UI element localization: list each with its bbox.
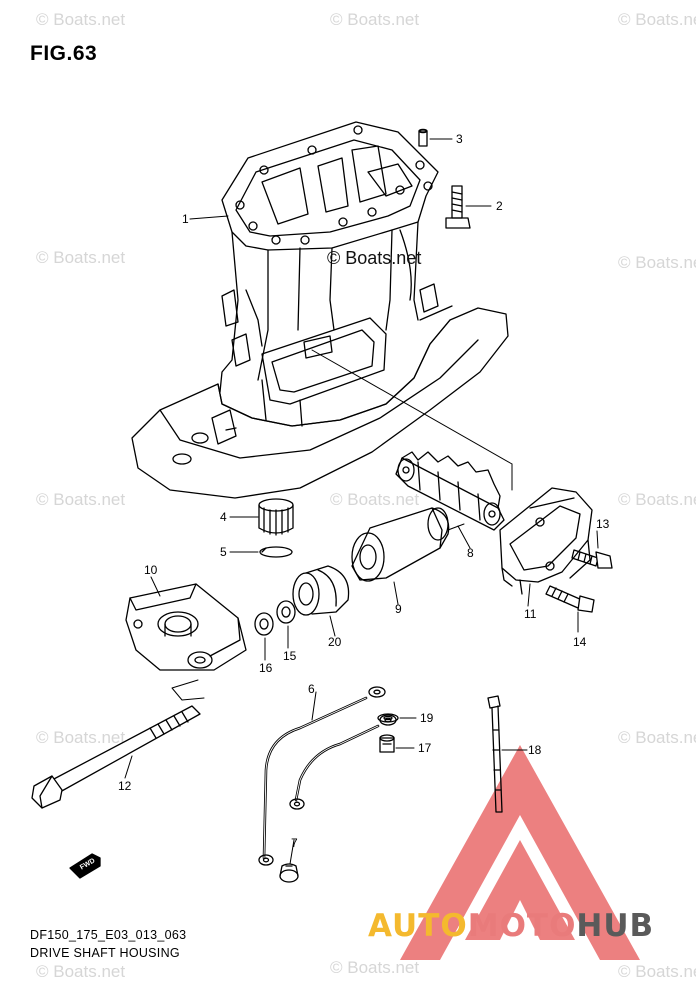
bushing-4 xyxy=(258,498,294,536)
watermark: © Boats.net xyxy=(618,253,696,272)
clamp-bracket-10 xyxy=(125,583,247,671)
bolt-14 xyxy=(545,585,595,613)
callout-10: 10 xyxy=(144,563,158,577)
watermark: © Boats.net xyxy=(36,962,126,981)
callout-17: 17 xyxy=(418,741,432,755)
callout-15: 15 xyxy=(283,649,297,663)
callout-8: 8 xyxy=(467,546,474,560)
bolt-13 xyxy=(571,549,613,569)
callout-11: 11 xyxy=(524,607,537,621)
mount-rubber-9 xyxy=(351,507,450,582)
watermark: © Boats.net xyxy=(618,728,696,747)
screw-7 xyxy=(279,863,299,883)
callout-18: 18 xyxy=(528,743,542,757)
brand-wordmark: AUTOMOTOHUB xyxy=(368,908,654,944)
watermark: © Boats.net xyxy=(618,490,696,509)
watermark: © Boats.net xyxy=(36,248,126,267)
callout-14: 14 xyxy=(573,635,587,649)
figure-code: DF150_175_E03_013_063 xyxy=(30,928,187,942)
callout-13: 13 xyxy=(596,517,610,531)
ground-cable-6 xyxy=(258,686,386,866)
center-watermark: © Boats.net xyxy=(327,248,422,268)
figure-name: DRIVE SHAFT HOUSING xyxy=(30,946,180,960)
dowel-pin-3 xyxy=(418,128,428,147)
watermark: © Boats.net xyxy=(330,10,420,29)
callout-19: 19 xyxy=(420,711,434,725)
watermark: © Boats.net xyxy=(36,10,126,29)
watermark: © Boats.net xyxy=(618,962,696,981)
callout-3: 3 xyxy=(456,132,463,146)
watermark: © Boats.net xyxy=(618,10,696,29)
callout-12: 12 xyxy=(118,779,132,793)
callout-1: 1 xyxy=(182,212,189,226)
ground-cable-6b xyxy=(289,714,397,810)
collar-20 xyxy=(292,565,350,616)
circlip-5 xyxy=(259,546,293,558)
callout-5: 5 xyxy=(220,545,227,559)
watermark: © Boats.net xyxy=(36,728,126,747)
mount-rubber-8 xyxy=(395,451,505,531)
washer-19 xyxy=(377,713,399,723)
callout-2: 2 xyxy=(496,199,503,213)
bolt-2 xyxy=(445,185,471,229)
washer-15 xyxy=(276,600,296,624)
callout-6: 6 xyxy=(308,682,315,696)
cable-tie-18 xyxy=(487,695,503,813)
mount-cover-11 xyxy=(499,487,593,595)
watermark: © Boats.net xyxy=(330,958,420,977)
drive-shaft-housing xyxy=(131,121,509,499)
long-bolt-12 xyxy=(31,705,201,809)
washer-16 xyxy=(254,612,274,636)
brand-part-moto: MOTO xyxy=(467,908,577,944)
callout-9: 9 xyxy=(395,602,402,616)
watermark: © Boats.net xyxy=(330,490,420,509)
brand-part-auto: AUTO xyxy=(368,908,468,944)
brand-part-hub: HUB xyxy=(576,908,655,944)
callout-16: 16 xyxy=(259,661,273,675)
callout-7: 7 xyxy=(291,836,298,850)
assembly-lines xyxy=(171,349,513,701)
callout-4: 4 xyxy=(220,510,227,524)
callout-20: 20 xyxy=(328,635,342,649)
leader-lines xyxy=(124,138,599,865)
fwd-arrow-icon xyxy=(69,853,101,879)
figure-title: FIG.63 xyxy=(30,42,98,65)
watermark: © Boats.net xyxy=(36,490,126,509)
screw-17 xyxy=(379,734,395,753)
